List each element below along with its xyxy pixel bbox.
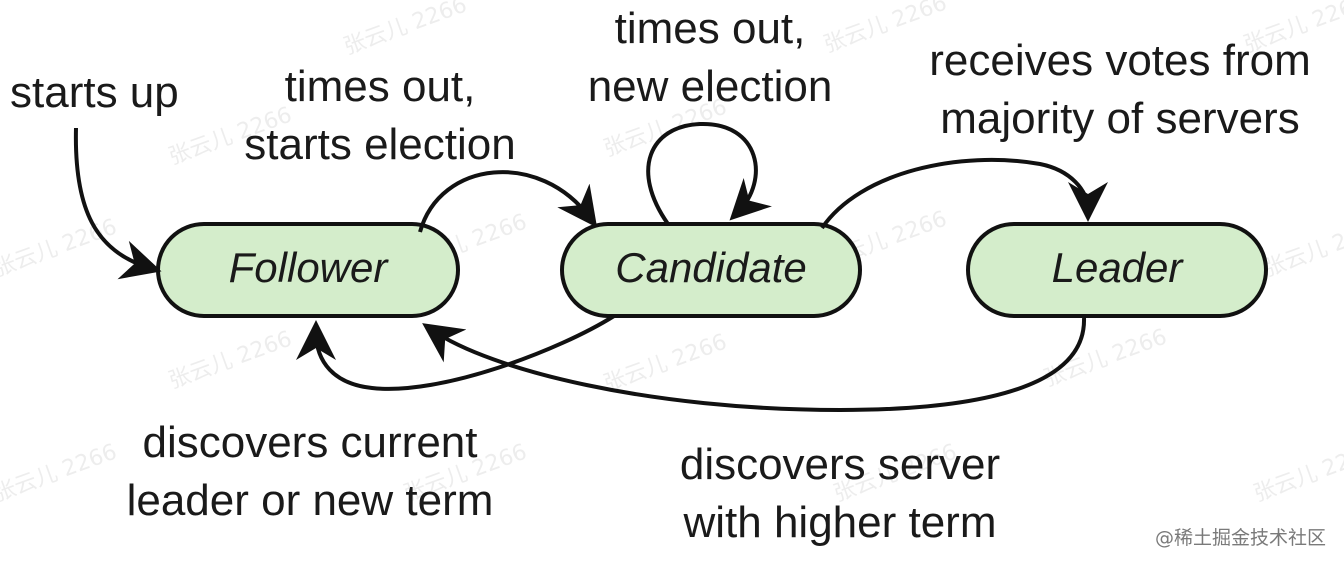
times-out-new-election-label: times out, new election [560, 0, 860, 116]
candidate-to-follower-arrow [296, 314, 616, 391]
follower-state-label: Follower [228, 244, 388, 291]
label-line: starts election [244, 120, 516, 169]
starts-up-arrow [73, 127, 162, 280]
discovers-current-leader-label: discovers current leader or new term [100, 414, 520, 530]
label-line: discovers server [679, 440, 1001, 489]
label-line: majority of servers [940, 94, 1300, 143]
label-line: receives votes from [929, 36, 1311, 85]
candidate-to-leader-arrow [820, 157, 1108, 230]
candidate-state-label: Candidate [615, 244, 807, 291]
candidate-state-node [560, 222, 862, 318]
times-out-starts-election-label: times out, starts election [230, 58, 530, 174]
leader-state-node [966, 222, 1268, 318]
label-line: with higher term [683, 498, 997, 547]
candidate-self-loop-arrow [646, 121, 772, 226]
label-line: times out, [614, 4, 806, 53]
label-line: times out, [284, 62, 476, 111]
discovers-higher-term-label: discovers server with higher term [640, 436, 1040, 552]
label-line: leader or new term [126, 476, 494, 525]
label-line: new election [587, 62, 833, 111]
starts-up-label: starts up [10, 68, 179, 117]
receives-votes-label: receives votes from majority of servers [900, 32, 1340, 148]
follower-to-candidate-arrow [418, 170, 598, 233]
leader-state-label: Leader [1051, 244, 1183, 291]
leader-to-follower-arrow [422, 317, 1087, 413]
label-line: discovers current [142, 418, 478, 467]
site-watermark: @稀土掘金技术社区 [1154, 527, 1326, 549]
